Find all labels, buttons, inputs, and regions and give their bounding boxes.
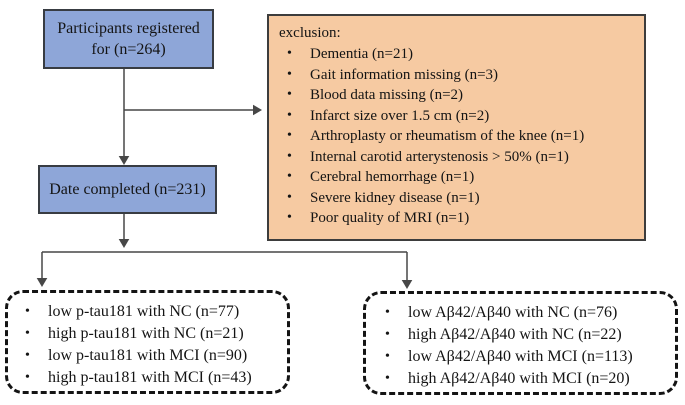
abeta-list: low Aβ42/Aβ40 with NC (n=76) high Aβ42/A… xyxy=(378,302,675,390)
exclusion-item: Infarct size over 1.5 cm (n=2) xyxy=(279,106,634,127)
exclusion-item-text: Severe kidney disease (n=1) xyxy=(310,189,480,206)
exclusion-list: Dementia (n=21) Gait information missing… xyxy=(279,44,634,229)
exclusion-title: exclusion: xyxy=(279,25,341,41)
exclusion-item-text: Cerebral hemorrhage (n=1) xyxy=(310,169,475,185)
abeta-item: low Aβ42/Aβ40 with NC (n=76) xyxy=(378,302,675,324)
ptau-item-text: low p-tau181 with NC (n=77) xyxy=(48,303,240,320)
exclusion-item: Severe kidney disease (n=1) xyxy=(279,188,634,209)
ptau-list: low p-tau181 with NC (n=77) high p-tau18… xyxy=(18,301,287,389)
exclusion-item: Poor quality of MRI (n=1) xyxy=(279,208,634,229)
ptau-item-text: high p-tau181 with MCI (n=43) xyxy=(48,369,252,386)
ptau-item: high p-tau181 with MCI (n=43) xyxy=(18,367,287,389)
abeta-item-text: high Aβ42/Aβ40 with MCI (n=20) xyxy=(408,370,630,387)
ptau-outcome-box: low p-tau181 with NC (n=77) high p-tau18… xyxy=(5,290,290,394)
exclusion-item-text: Poor quality of MRI (n=1) xyxy=(310,210,470,226)
exclusion-item-text: Infarct size over 1.5 cm (n=2) xyxy=(310,107,490,124)
exclusion-item: Blood data missing (n=2) xyxy=(279,85,634,106)
completed-box: Date completed (n=231) xyxy=(38,165,217,214)
abeta-item: high Aβ42/Aβ40 with NC (n=22) xyxy=(378,324,675,346)
abeta-item-text: low Aβ42/Aβ40 with MCI (n=113) xyxy=(408,348,633,365)
exclusion-item-text: Gait information missing (n=3) xyxy=(310,66,499,83)
registered-box: Participants registered for (n=264) xyxy=(43,9,214,69)
exclusion-item-text: Internal carotid arterystenosis > 50% (n… xyxy=(310,148,569,165)
ptau-item: low p-tau181 with NC (n=77) xyxy=(18,301,287,323)
exclusion-item-text: Dementia (n=21) xyxy=(310,46,414,62)
exclusion-item: Arthroplasty or rheumatism of the knee (… xyxy=(279,126,634,147)
registered-box-line2: for (n=264) xyxy=(91,41,166,58)
completed-box-label: Date completed (n=231) xyxy=(49,180,206,198)
arrow-split-to-abeta-head xyxy=(401,280,413,289)
ptau-item: low p-tau181 with MCI (n=90) xyxy=(18,345,287,367)
abeta-item-text: low Aβ42/Aβ40 with NC (n=76) xyxy=(408,304,618,321)
exclusion-item-text: Arthroplasty or rheumatism of the knee (… xyxy=(310,128,585,144)
arrow-split-to-ptau-head xyxy=(36,278,48,287)
arrow-registered-to-completed-head xyxy=(118,156,130,165)
exclusion-item: Dementia (n=21) xyxy=(279,44,634,65)
exclusion-item-text: Blood data missing (n=2) xyxy=(310,87,464,103)
abeta-outcome-box: low Aβ42/Aβ40 with NC (n=76) high Aβ42/A… xyxy=(363,291,678,395)
exclusion-item: Internal carotid arterystenosis > 50% (n… xyxy=(279,147,634,168)
arrow-completed-to-split-head xyxy=(118,239,130,248)
exclusion-box: exclusion: Dementia (n=21) Gait informat… xyxy=(267,14,646,241)
abeta-item-text: high Aβ42/Aβ40 with NC (n=22) xyxy=(408,326,622,343)
ptau-item: high p-tau181 with NC (n=21) xyxy=(18,323,287,345)
abeta-item: low Aβ42/Aβ40 with MCI (n=113) xyxy=(378,346,675,368)
registered-box-line1: Participants registered xyxy=(57,20,200,37)
ptau-item-text: low p-tau181 with MCI (n=90) xyxy=(48,347,248,364)
exclusion-item: Cerebral hemorrhage (n=1) xyxy=(279,167,634,188)
exclusion-item: Gait information missing (n=3) xyxy=(279,65,634,86)
arrow-to-exclusion-head xyxy=(253,104,262,116)
abeta-item: high Aβ42/Aβ40 with MCI (n=20) xyxy=(378,368,675,390)
ptau-item-text: high p-tau181 with NC (n=21) xyxy=(48,325,244,342)
